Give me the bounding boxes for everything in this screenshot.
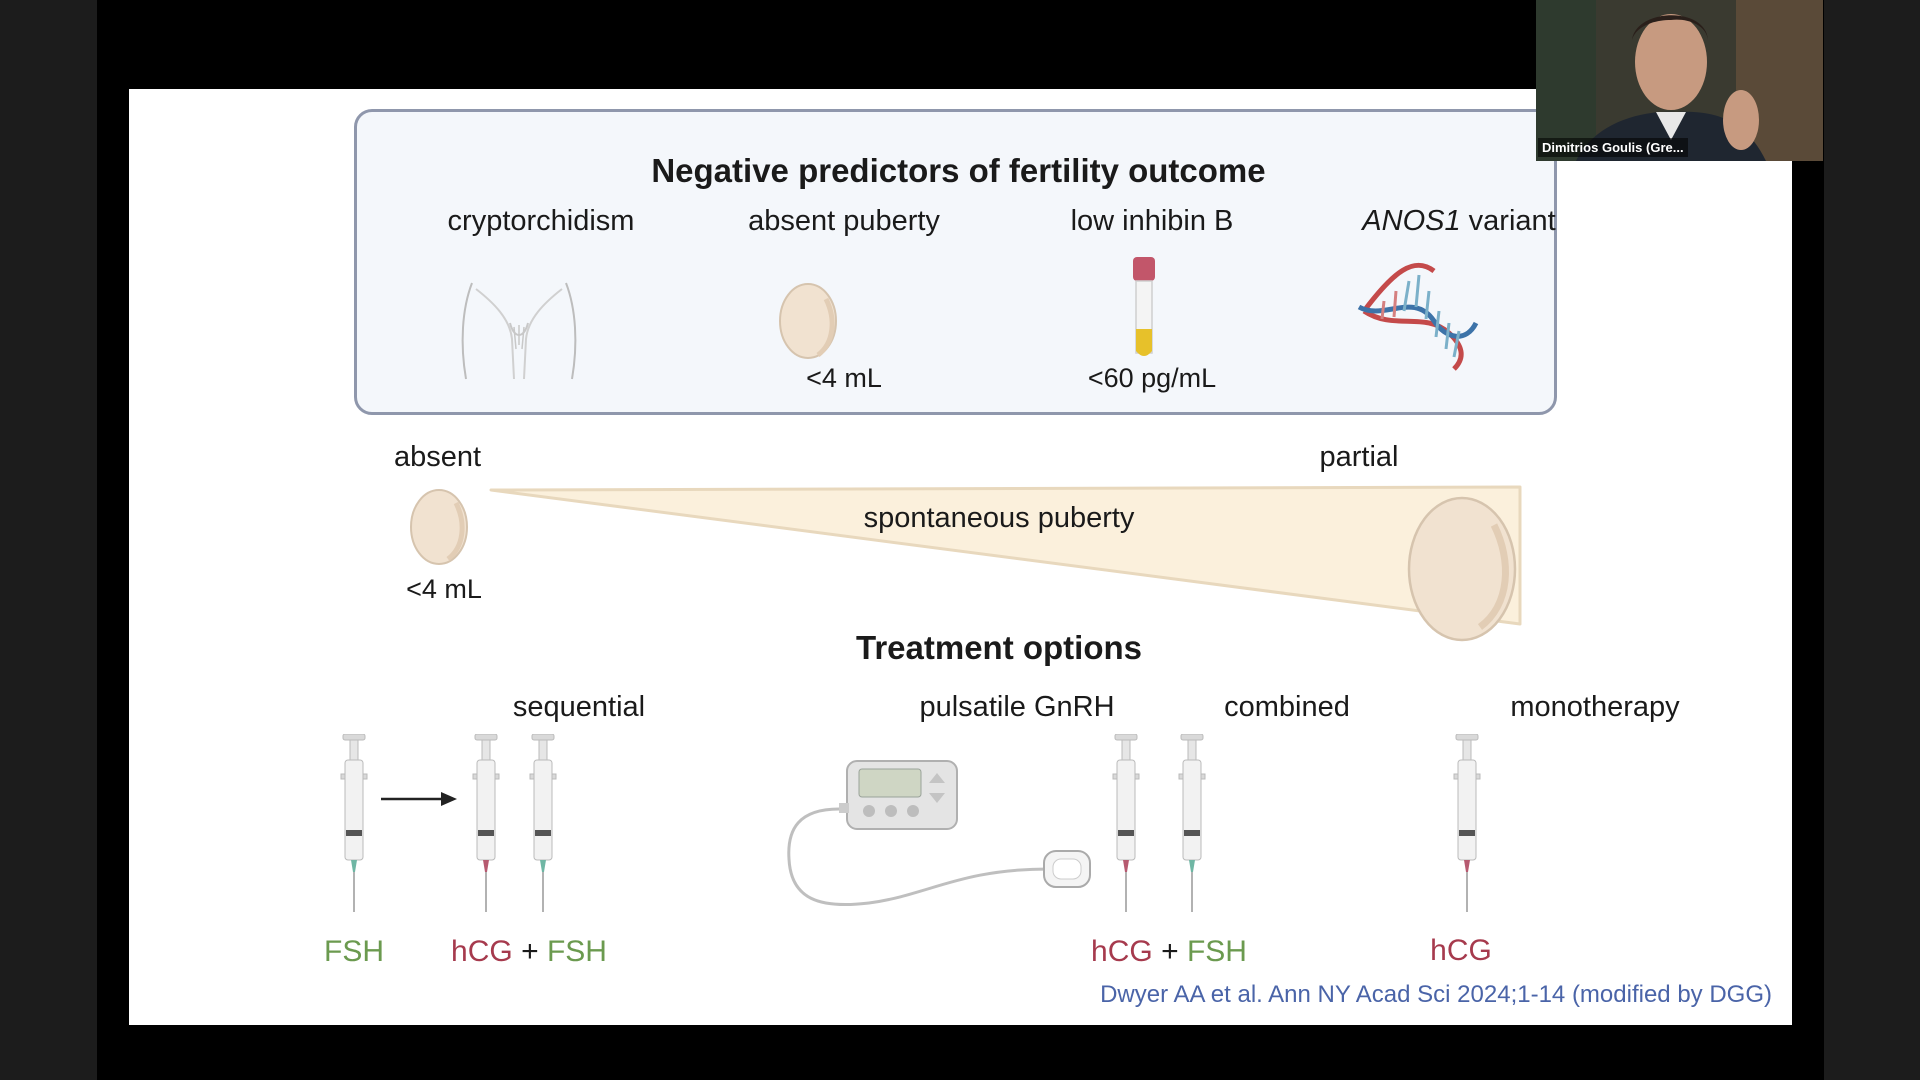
arrow-icon [381,792,457,806]
sequential-fsh: FSH [546,935,607,968]
anos1-gene-name: ANOS1 [1362,205,1461,237]
treatment-title: Treatment options [855,629,1143,666]
syringe-fsh-icon [340,734,368,912]
sequential-hcg: hCG [451,935,513,968]
spontaneous-puberty-label: spontaneous puberty [863,502,1135,534]
testis-volume-label: <4 mL [806,363,882,393]
syringe-hcg-icon [1453,734,1481,912]
option-label-combined: combined [1224,691,1350,723]
plus-sign: + [1161,935,1179,968]
predictor-label-absent-puberty: absent puberty [748,205,940,237]
combined-hcg: hCG [1091,935,1153,968]
predictors-title: Negative predictors of fertility outcome [651,152,1266,189]
syringe-hcg-icon [1112,734,1140,912]
option-label-sequential: sequential [512,691,646,723]
pelvis-icon [461,282,577,380]
large-testis-icon [1407,496,1517,642]
citation: Dwyer AA et al. Ann NY Acad Sci 2024;1-1… [1100,981,1772,1008]
participant-name-label: Dimitrios Goulis (Gre... [1538,138,1688,157]
option-label-monotherapy: monotherapy [1510,691,1680,723]
presentation-slide: Negative predictors of fertility outcome… [129,89,1792,1025]
dna-icon [1357,262,1479,371]
webcam-video-tile[interactable]: Dimitrios Goulis (Gre... [1536,0,1823,161]
sequential-second-hormones: hCG + FSH [429,935,629,969]
partial-label: partial [1319,441,1399,473]
left-letterbox [0,0,97,1080]
option-label-pulsatile: pulsatile GnRH [919,691,1115,723]
insulin-pump-icon [787,760,1091,907]
speaker-video-icon [1536,0,1823,161]
testis-icon [779,283,837,359]
predictor-label-cryptorchidism: cryptorchidism [447,205,635,237]
monotherapy-hormone: hCG [1430,934,1492,967]
predictor-label-anos1: ANOS1 variant [1309,205,1609,238]
plus-sign: + [521,935,539,968]
anos1-variant-text: variant [1460,205,1556,237]
sequential-first-hormone: FSH [324,935,384,968]
right-letterbox [1824,0,1920,1080]
absent-label: absent [394,441,482,473]
predictors-box: Negative predictors of fertility outcome [354,109,1557,415]
small-testis-icon [410,489,468,565]
inhibin-level-label: <60 pg/mL [1087,363,1217,393]
syringe-fsh-icon [529,734,557,912]
spontaneous-puberty-wedge [489,485,1522,626]
combined-hormones: hCG + FSH [1059,935,1279,969]
blood-tube-icon [1133,257,1155,356]
syringe-fsh-icon [1178,734,1206,912]
small-testis-volume: <4 mL [406,574,482,604]
combined-fsh: FSH [1186,935,1247,968]
predictor-label-low-inhibin: low inhibin B [1070,205,1234,237]
syringe-hcg-icon [472,734,500,912]
